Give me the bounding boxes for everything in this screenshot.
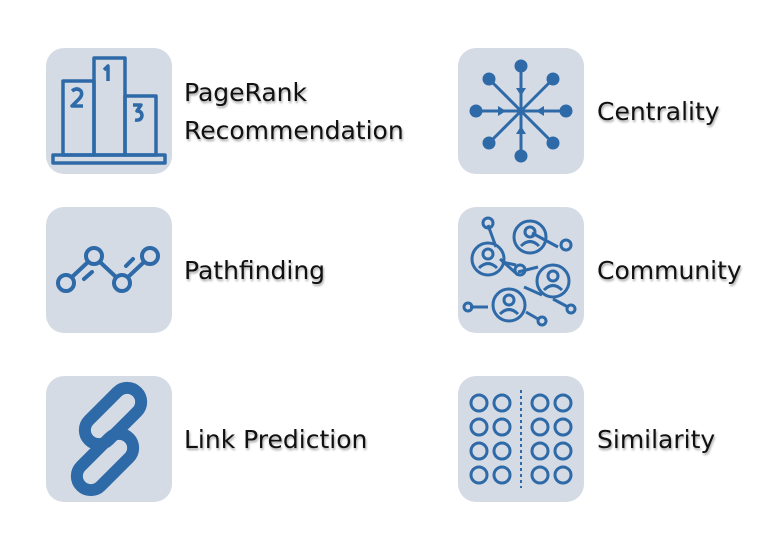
pagerank-label: PageRank Recommendation (184, 74, 404, 150)
podium-icon (51, 56, 167, 165)
similarity-label-line-1: Similarity (597, 425, 716, 454)
link-prediction-label-line-1: Link Prediction (184, 425, 368, 454)
circle-grid-divided-icon (469, 390, 573, 488)
pagerank-label-line-2: Recommendation (184, 116, 404, 145)
similarity-tile (458, 376, 584, 502)
community-people-network-icon (462, 216, 577, 327)
centrality-tile (458, 48, 584, 174)
chain-link-icon (70, 381, 148, 497)
similarity-label: Similarity (597, 421, 715, 459)
community-label-line-1: Community (597, 256, 742, 285)
pagerank-label-line-1: PageRank (184, 78, 307, 107)
centrality-label-line-1: Centrality (597, 97, 720, 126)
pathfinding-tile (46, 207, 172, 333)
pathfinding-label-line-1: Pathfinding (184, 256, 326, 285)
link-prediction-label: Link Prediction (184, 421, 367, 459)
community-tile (458, 207, 584, 333)
pathfinding-label: Pathfinding (184, 252, 325, 290)
centrality-network-icon (469, 59, 573, 163)
centrality-label: Centrality (597, 93, 720, 131)
path-nodes-icon (56, 246, 160, 293)
pagerank-tile (46, 48, 172, 174)
community-label: Community (597, 252, 742, 290)
link-prediction-tile (46, 376, 172, 502)
